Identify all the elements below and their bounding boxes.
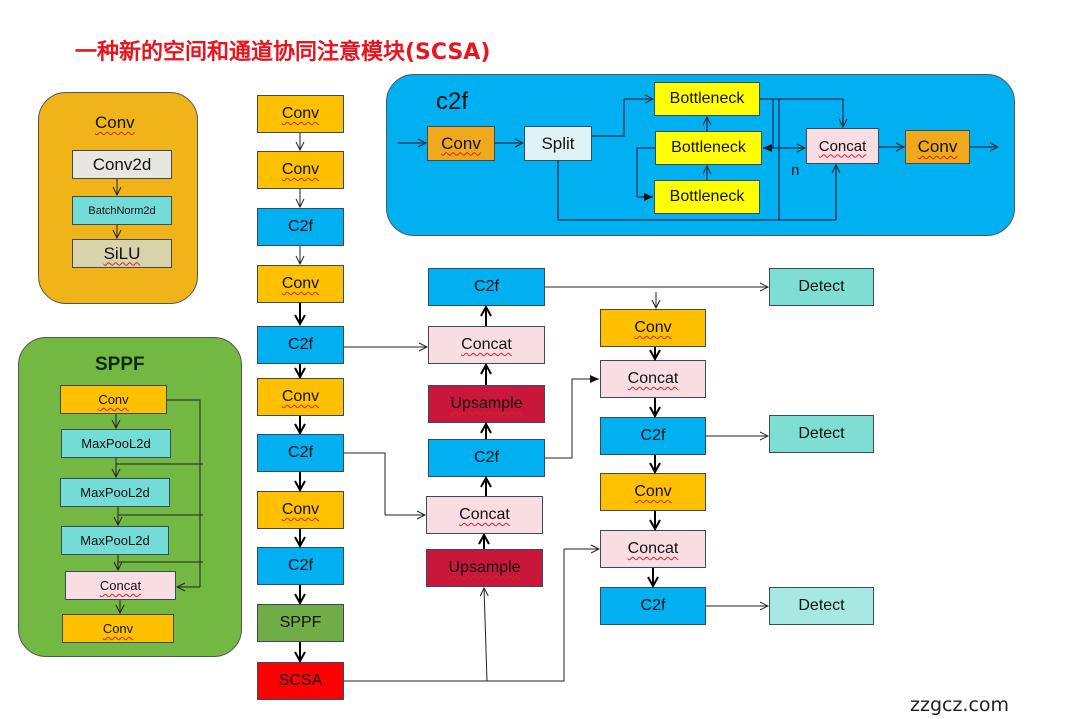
c2f-split: Split [524, 126, 592, 161]
neck-down-conv-2: Conv [600, 473, 706, 511]
neck-up-upsample-2: Upsample [426, 549, 543, 587]
page-title: 一种新的空间和通道协同注意模块(SCSA) [75, 40, 491, 65]
c2f-bottleneck-3: Bottleneck [654, 180, 760, 214]
neck-up-c2f-top: C2f [428, 268, 545, 306]
backbone-conv-4: Conv [257, 378, 344, 416]
c2f-panel-title: c2f [436, 88, 469, 115]
backbone-scsa: SCSA [257, 662, 344, 700]
c2f-bottleneck-1: Bottleneck [654, 82, 760, 116]
sppf-conv-out: Conv [62, 614, 174, 643]
c2f-concat: Concat [806, 128, 879, 164]
neck-down-conv-1: Conv [600, 309, 706, 347]
backbone-sppf: SPPF [257, 604, 344, 642]
backbone-c2f-4: C2f [257, 547, 344, 585]
backbone-conv-3: Conv [257, 265, 344, 303]
detect-head-2: Detect [769, 415, 874, 453]
backbone-conv-2: Conv [257, 151, 344, 189]
detect-head-3: Detect [769, 587, 874, 625]
neck-up-concat-1: Concat [428, 326, 545, 364]
c2f-conv-in: Conv [427, 126, 495, 161]
neck-up-concat-2: Concat [426, 496, 543, 534]
backbone-c2f-3: C2f [257, 434, 344, 472]
batchnorm2d-block: BatchNorm2d [72, 196, 172, 225]
arrow [545, 375, 599, 459]
sppf-panel-title: SPPF [95, 354, 145, 375]
sppf-concat: Concat [65, 571, 176, 600]
backbone-conv-1: Conv [257, 95, 344, 133]
conv2d-block: Conv2d [72, 150, 172, 179]
watermark: zzgcz.com [910, 694, 1010, 716]
backbone-conv-5: Conv [257, 491, 344, 529]
c2f-conv-out: Conv [905, 130, 970, 164]
c2f-bottleneck-2: Bottleneck [655, 131, 762, 165]
backbone-c2f-1: C2f [257, 208, 344, 246]
detect-head-1: Detect [769, 268, 874, 306]
sppf-conv-in: Conv [60, 385, 167, 414]
sppf-maxpool-1: MaxPooL2d [61, 429, 171, 458]
neck-down-concat-1: Concat [600, 360, 706, 398]
neck-up-upsample-1: Upsample [428, 385, 545, 423]
sppf-maxpool-3: MaxPooL2d [61, 526, 169, 555]
backbone-c2f-2: C2f [257, 326, 344, 364]
sppf-maxpool-2: MaxPooL2d [60, 478, 170, 507]
c2f-n-label: n [791, 162, 800, 179]
silu-block: SiLU [72, 239, 172, 268]
arrow [484, 588, 487, 682]
conv-panel-title: Conv [95, 113, 135, 132]
